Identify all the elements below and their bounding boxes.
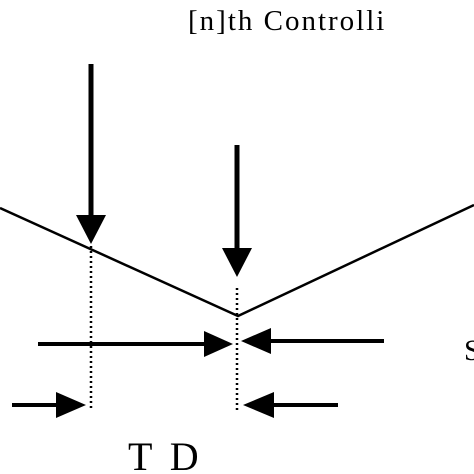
td-label: T D bbox=[128, 434, 203, 474]
down-arrow-1-head bbox=[76, 215, 106, 244]
upper-right-arrow-head bbox=[241, 328, 271, 354]
v-waveform-line bbox=[0, 203, 474, 318]
lower-right-arrow-head bbox=[243, 392, 274, 418]
lower-left-arrow-head bbox=[56, 392, 86, 418]
down-arrow-2-head bbox=[222, 248, 252, 277]
upper-left-arrow-head bbox=[204, 331, 233, 357]
right-edge-label: S bbox=[464, 334, 474, 367]
title-label: [n]th Controlli bbox=[188, 5, 386, 37]
